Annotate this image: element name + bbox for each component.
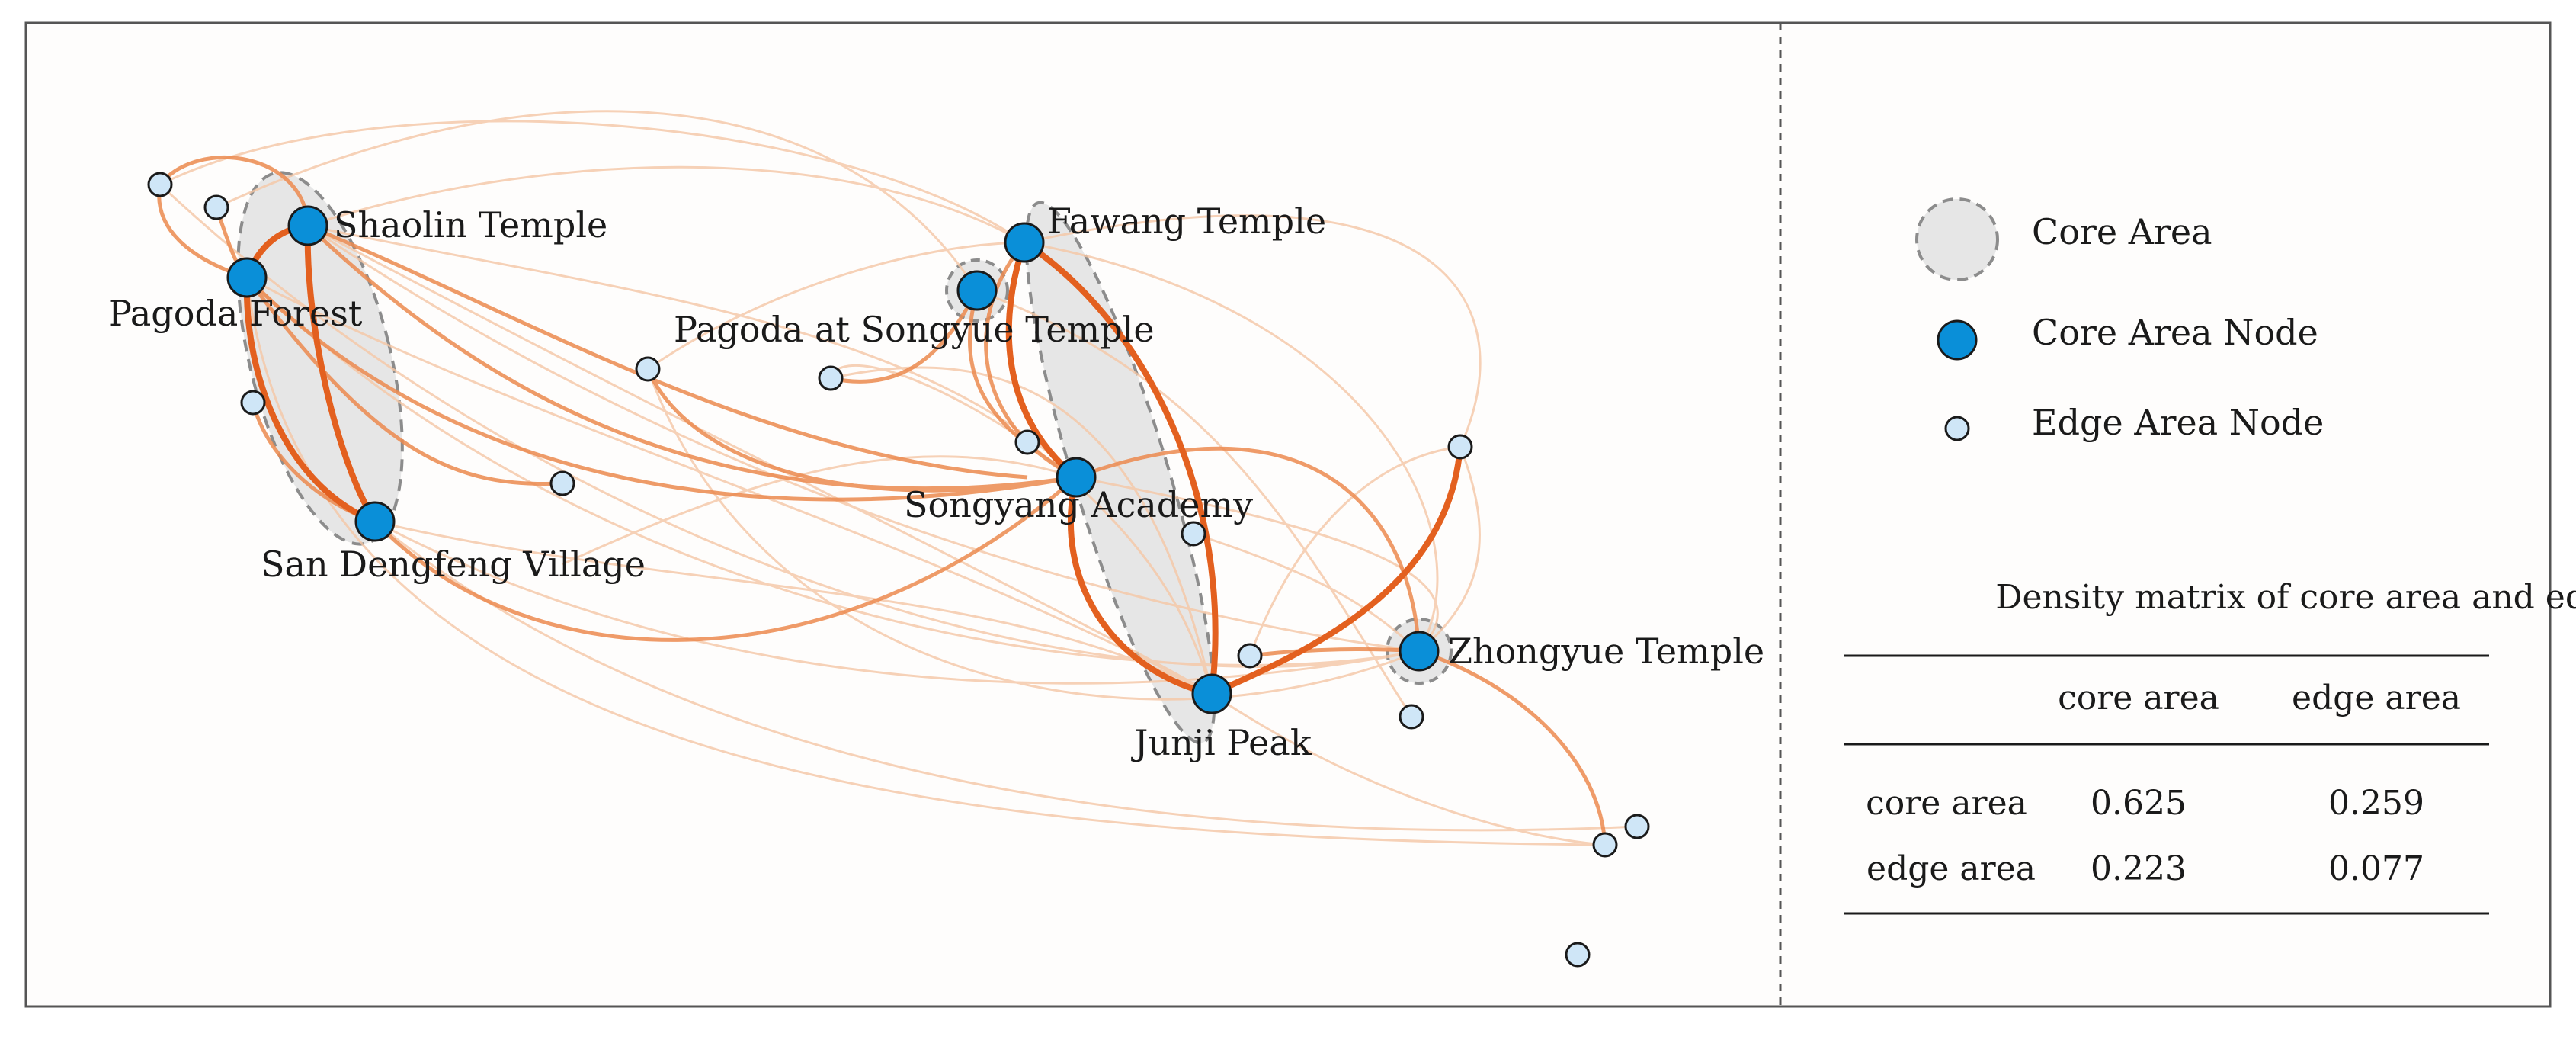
core-node-songyang-academy: [1056, 457, 1097, 498]
density-table: Density matrix of core area and edge are…: [1844, 578, 2576, 915]
edge-node: [1565, 942, 1591, 968]
edge-node: [1624, 814, 1650, 839]
density-table-title: Density matrix of core area and edge are…: [1995, 578, 2576, 617]
core-node-fawang-temple: [1004, 222, 1045, 263]
core-nodes: [226, 205, 1440, 714]
legend-core-area-node-label: Core Area Node: [2032, 312, 2318, 353]
core-node-pagoda-at-songyue-temple: [956, 270, 998, 311]
edge-node: [1014, 429, 1040, 455]
strong-links: [243, 223, 1463, 697]
core-node-san-dengfeng-village: [354, 501, 396, 542]
edge-node: [147, 172, 173, 197]
label-zhongyue-temple: Zhongyue Temple: [1448, 631, 1764, 672]
label-san-dengfeng-village: San Dengfeng Village: [261, 544, 646, 585]
legend-core-area-label: Core Area: [2032, 211, 2212, 252]
edge-node: [1181, 521, 1206, 547]
edge-node: [240, 390, 266, 416]
row-header-edge-area: edge area: [1866, 849, 2036, 888]
cell-edge-edge: 0.077: [2328, 849, 2424, 888]
row-header-core-area: core area: [1866, 784, 2027, 823]
figure-frame: [24, 21, 2552, 1008]
core-node-pagoda-forest: [226, 257, 268, 298]
legend: Core Area Core Area Node Edge Area Node: [1915, 197, 2324, 443]
medium-links: [157, 156, 1607, 846]
cell-core-edge: 0.259: [2328, 784, 2424, 823]
edge-node: [635, 356, 661, 382]
edge-node: [1237, 643, 1263, 669]
label-fawang-temple: Fawang Temple: [1047, 201, 1326, 242]
cell-core-core: 0.625: [2091, 784, 2187, 823]
edge-node: [1399, 704, 1424, 730]
label-songyang-academy: Songyang Academy: [904, 484, 1253, 525]
edge-node: [549, 470, 575, 496]
label-junji-peak: Junji Peak: [1131, 722, 1312, 763]
edge-node: [1592, 832, 1618, 858]
edge-nodes: [147, 172, 1650, 968]
edge-node: [1447, 434, 1473, 460]
legend-core-area-node-swatch: [1937, 319, 1978, 361]
core-node-shaolin-temple: [287, 205, 328, 246]
edge-node: [203, 194, 229, 220]
cell-edge-core: 0.223: [2091, 849, 2187, 888]
edge-node: [818, 365, 844, 391]
label-shaolin-temple: Shaolin Temple: [334, 204, 607, 246]
label-pagoda-at-songyue-temple: Pagoda at Songyue Temple: [674, 309, 1155, 350]
core-node-zhongyue-temple: [1399, 631, 1440, 672]
legend-core-area-swatch: [1915, 197, 1999, 281]
col-header-edge-area: edge area: [2292, 679, 2461, 717]
col-header-core-area: core area: [2058, 679, 2219, 717]
legend-edge-area-node-swatch: [1944, 416, 1970, 441]
node-labels: Shaolin Temple Pagoda Forest San Dengfen…: [108, 201, 1764, 763]
core-node-junji-peak: [1191, 673, 1232, 714]
label-pagoda-forest: Pagoda Forest: [108, 293, 363, 334]
legend-edge-area-node-label: Edge Area Node: [2032, 402, 2324, 443]
